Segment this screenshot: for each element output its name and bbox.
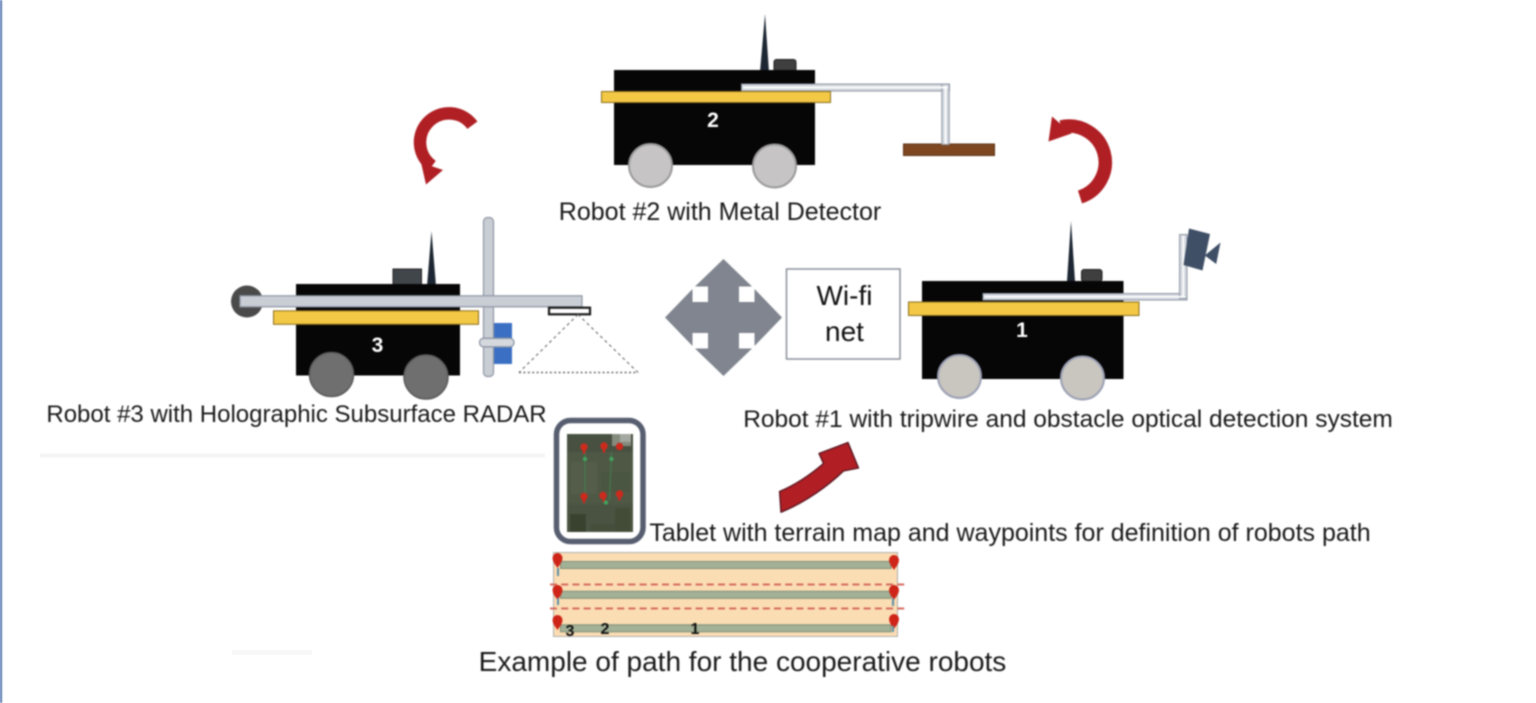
svg-text:Robot #3 with Holographic Subs: Robot #3 with Holographic Subsurface RAD… bbox=[46, 401, 546, 428]
svg-text:Wi-fi: Wi-fi bbox=[817, 280, 873, 311]
svg-text:1: 1 bbox=[691, 621, 700, 638]
svg-text:3: 3 bbox=[372, 334, 384, 357]
svg-text:net: net bbox=[825, 316, 864, 347]
svg-text:Robot #1 with tripwire and obs: Robot #1 with tripwire and obstacle opti… bbox=[743, 406, 1393, 433]
svg-text:Tablet with terrain map and wa: Tablet with terrain map and waypoints fo… bbox=[649, 519, 1370, 547]
svg-text:1: 1 bbox=[1016, 319, 1028, 342]
svg-text:Example of path for the cooper: Example of path for the cooperative robo… bbox=[479, 646, 1007, 677]
svg-text:2: 2 bbox=[707, 109, 719, 132]
svg-text:3: 3 bbox=[566, 623, 575, 640]
svg-text:2: 2 bbox=[601, 621, 610, 638]
svg-text:Robot #2 with Metal Detector: Robot #2 with Metal Detector bbox=[559, 198, 881, 226]
